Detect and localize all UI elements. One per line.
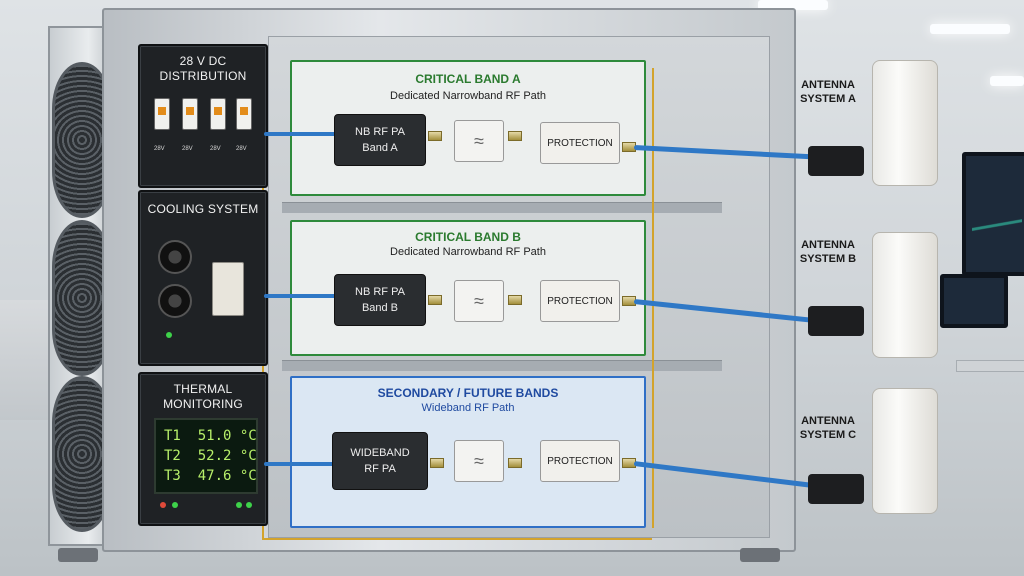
antenna-mount xyxy=(808,474,864,504)
sma-connector xyxy=(428,131,442,141)
filter-icon: ≈ xyxy=(454,120,504,162)
circuit-breaker[interactable] xyxy=(236,98,252,130)
band-b-protection: PROTECTION xyxy=(540,280,620,322)
pump-knob[interactable] xyxy=(158,240,192,274)
background-rack xyxy=(0,300,49,420)
status-led xyxy=(246,502,252,508)
temperature-reading-t2: T2 52.2 °C xyxy=(164,448,257,464)
antenna-a xyxy=(872,60,938,186)
ceiling-light xyxy=(758,0,828,10)
thermal-monitoring-title: THERMAL MONITORING xyxy=(163,382,243,411)
temperature-display: T1 51.0 °C T2 52.2 °C T3 47.6 °C xyxy=(154,418,258,494)
breaker-label: 28V xyxy=(154,146,165,152)
status-led xyxy=(160,502,166,508)
breaker-label: 28V xyxy=(210,146,221,152)
cabinet-rail xyxy=(282,360,722,371)
antenna-mount xyxy=(808,306,864,336)
temperature-reading-t1: T1 51.0 °C xyxy=(164,428,257,444)
power-distribution-module: 28 V DC DISTRIBUTION 28V 28V 28V 28V xyxy=(138,44,268,188)
sma-connector xyxy=(428,295,442,305)
filter-icon: ≈ xyxy=(454,440,504,482)
background-monitor xyxy=(962,152,1024,276)
cabinet-rail xyxy=(282,202,722,213)
status-led xyxy=(172,502,178,508)
breaker-label: 28V xyxy=(182,146,193,152)
coolant-valve[interactable] xyxy=(212,262,244,316)
power-distribution-title: 28 V DC DISTRIBUTION xyxy=(159,54,247,83)
secondary-band-protection: PROTECTION xyxy=(540,440,620,482)
status-led xyxy=(166,332,172,338)
circuit-breaker[interactable] xyxy=(154,98,170,130)
background-bench xyxy=(956,360,1024,372)
coax-cable xyxy=(264,462,334,466)
antenna-b xyxy=(872,232,938,358)
sma-connector xyxy=(508,295,522,305)
antenna-mount xyxy=(808,146,864,176)
ceiling-light xyxy=(930,24,1010,34)
coax-cable xyxy=(264,132,336,136)
coax-cable xyxy=(264,294,336,298)
band-b-subtitle: Dedicated Narrowband RF Path xyxy=(390,246,546,258)
secondary-band-title: SECONDARY / FUTURE BANDS xyxy=(377,386,559,400)
background-monitor xyxy=(940,274,1008,328)
cooling-system-module: COOLING SYSTEM xyxy=(138,190,268,366)
circuit-breaker[interactable] xyxy=(210,98,226,130)
sma-connector xyxy=(508,131,522,141)
filter-icon: ≈ xyxy=(454,280,504,322)
temperature-reading-t3: T3 47.6 °C xyxy=(164,468,257,484)
secondary-band-subtitle: Wideband RF Path xyxy=(421,402,515,414)
sma-connector xyxy=(508,458,522,468)
status-led xyxy=(236,502,242,508)
antenna-c xyxy=(872,388,938,514)
band-a-title: CRITICAL BAND A xyxy=(415,72,521,86)
circuit-breaker[interactable] xyxy=(182,98,198,130)
cabinet-foot xyxy=(58,548,98,562)
band-b-title: CRITICAL BAND B xyxy=(415,230,521,244)
sma-connector xyxy=(430,458,444,468)
breaker-label: 28V xyxy=(236,146,247,152)
band-a-subtitle: Dedicated Narrowband RF Path xyxy=(390,90,546,102)
pump-knob[interactable] xyxy=(158,284,192,318)
ceiling-light xyxy=(990,76,1024,86)
power-wire xyxy=(262,538,652,540)
cooling-system-title: COOLING SYSTEM xyxy=(147,202,259,216)
band-a-protection: PROTECTION xyxy=(540,122,620,164)
cabinet-foot xyxy=(740,548,780,562)
power-wire xyxy=(652,68,654,528)
